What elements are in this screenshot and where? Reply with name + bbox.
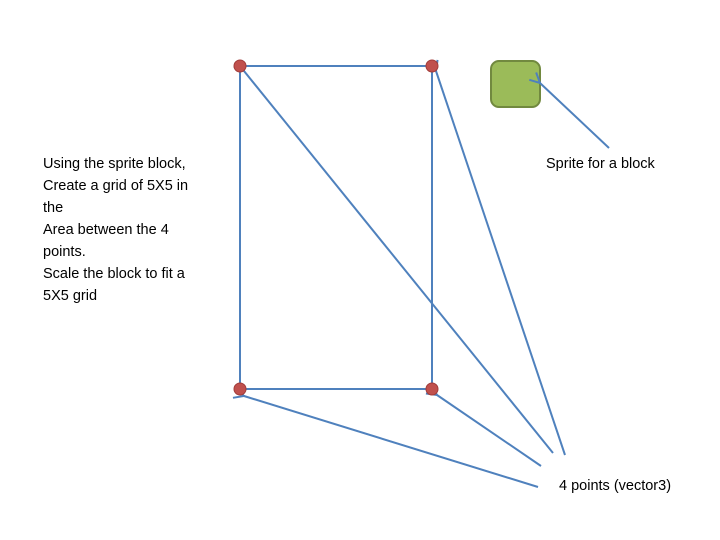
arrow-top-left	[244, 71, 554, 454]
instruction-line: 5X5 grid	[43, 288, 98, 304]
instruction-line: Scale the block to fit a	[43, 266, 185, 282]
sprite-block	[490, 60, 541, 108]
instruction-line: the	[43, 200, 64, 216]
grid-area-rectangle	[239, 65, 433, 390]
instruction-line: points.	[43, 244, 86, 260]
points-label: 4 points (vector3)	[559, 478, 672, 494]
arrow-bottom-right	[437, 395, 542, 467]
point-bottom-left	[233, 382, 247, 396]
point-top-left	[233, 59, 247, 73]
arrow-top-right	[436, 71, 566, 456]
arrow-bottom-left	[244, 396, 539, 488]
instruction-line: Create a grid of 5X5 in	[43, 178, 189, 194]
arrow-sprite	[540, 83, 610, 149]
instruction-line: Area between the 4	[43, 222, 169, 238]
point-top-right	[425, 59, 439, 73]
instruction-line: Using the sprite block,	[43, 156, 186, 172]
instructions-text: Using the sprite block, Create a grid of…	[43, 153, 188, 307]
point-bottom-right	[425, 382, 439, 396]
sprite-label: Sprite for a block	[546, 156, 655, 172]
